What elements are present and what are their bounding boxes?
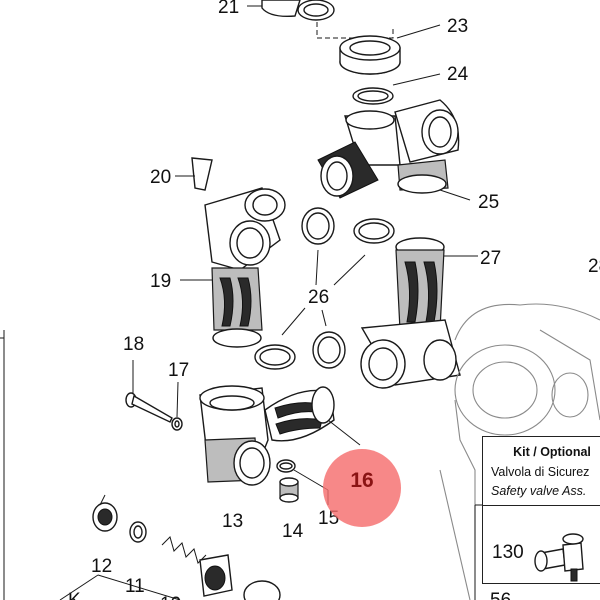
label-24: 24 xyxy=(447,64,469,85)
label-11: 11 xyxy=(125,576,145,597)
label-130: 130 xyxy=(492,542,524,563)
part-13-16-body xyxy=(199,385,361,486)
part-25 xyxy=(317,99,471,201)
label-28: 28 xyxy=(588,256,600,277)
part-21 xyxy=(247,0,335,21)
label-20: 20 xyxy=(150,167,171,188)
label-27: 27 xyxy=(480,248,501,269)
label-19: 19 xyxy=(150,271,171,292)
part-19 xyxy=(180,187,286,348)
kit-divider xyxy=(483,505,600,506)
part-18 xyxy=(125,360,173,423)
part-26 xyxy=(254,207,395,370)
part-11 xyxy=(129,521,147,543)
kit-title: Kit / Optional xyxy=(513,445,591,459)
label-k: K xyxy=(68,590,81,600)
label-23: 23 xyxy=(447,16,468,37)
kit-line-english: Safety valve Ass. xyxy=(491,484,587,498)
part-17 xyxy=(171,381,183,431)
highlight-marker-label: 16 xyxy=(350,469,374,492)
part-23 xyxy=(339,24,441,75)
highlight-marker[interactable] xyxy=(323,449,401,527)
part-10-spring xyxy=(161,536,281,600)
part-14 xyxy=(279,477,299,503)
label-17: 17 xyxy=(168,360,189,381)
kit-valve-drawing xyxy=(534,533,584,582)
part-24 xyxy=(352,73,441,105)
label-10-partial: 10 xyxy=(160,594,181,600)
label-14: 14 xyxy=(282,521,304,542)
kit-optional-box: Kit / Optional Valvola di Sicurez Safety… xyxy=(482,436,600,584)
label-18: 18 xyxy=(123,334,144,355)
kit-line-italian: Valvola di Sicurez xyxy=(491,465,590,479)
part-27 xyxy=(360,237,478,389)
label-56: 56 xyxy=(490,590,511,600)
label-25: 25 xyxy=(478,192,499,213)
label-12: 12 xyxy=(91,556,112,577)
part-k-lines xyxy=(59,574,181,600)
dashed-leader-21 xyxy=(316,22,394,39)
label-26: 26 xyxy=(308,287,329,308)
part-12 xyxy=(92,494,118,532)
label-13: 13 xyxy=(222,511,243,532)
label-21: 21 xyxy=(218,0,239,18)
part-20 xyxy=(175,157,213,191)
